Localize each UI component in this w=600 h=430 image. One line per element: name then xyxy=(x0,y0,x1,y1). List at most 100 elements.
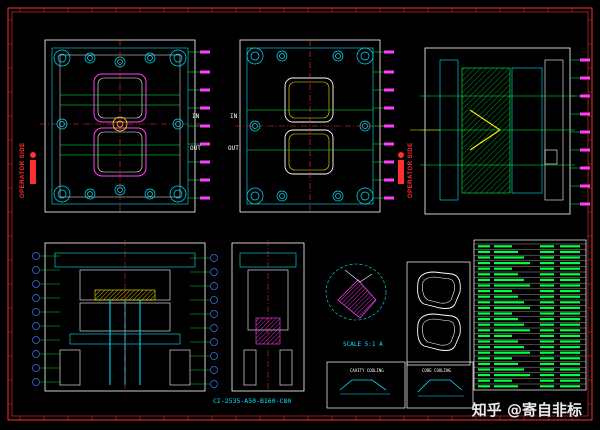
part-balloon xyxy=(32,322,40,330)
scale-label: SCALE 5:1 A xyxy=(343,341,383,348)
screw-hole xyxy=(335,193,341,199)
bom-cell xyxy=(478,312,490,315)
core-cooling-title: CORE COOLING xyxy=(422,368,451,373)
bom-cell xyxy=(494,306,530,309)
bom-cell xyxy=(540,250,554,253)
bom-cell xyxy=(494,351,530,354)
operator-side-left: OPERATOR SIDE xyxy=(20,142,36,198)
bom-table xyxy=(473,239,587,391)
screw-hole xyxy=(246,47,264,65)
bom-cell xyxy=(494,245,512,248)
screw-hole xyxy=(144,52,156,64)
bom-cell xyxy=(540,278,554,281)
dimension-marker xyxy=(580,76,590,80)
part-balloon xyxy=(32,378,40,386)
dimension-marker xyxy=(384,50,394,54)
bom-cell xyxy=(494,284,530,287)
screw-hole xyxy=(246,187,264,205)
label-out-1: OUT xyxy=(190,145,201,152)
dimension-marker xyxy=(580,184,590,188)
bom-cell xyxy=(540,346,554,349)
bom-cell xyxy=(560,334,580,337)
bom-cell xyxy=(478,329,490,332)
bom-cell xyxy=(494,357,512,360)
bom-cell xyxy=(478,351,490,354)
bom-cell xyxy=(560,256,580,259)
bom-cell xyxy=(560,306,580,309)
dimension-marker xyxy=(200,196,210,200)
bom-cell xyxy=(560,262,580,265)
bom-cell xyxy=(540,267,554,270)
bom-cell xyxy=(540,362,554,365)
bom-cell xyxy=(540,318,554,321)
cavity-plate-view xyxy=(40,39,210,213)
bom-cell xyxy=(540,323,554,326)
part-balloon xyxy=(32,350,40,358)
dimension-marker xyxy=(580,94,590,98)
bom-cell xyxy=(478,290,490,293)
bom-cell xyxy=(540,329,554,332)
label-in-1: IN xyxy=(192,113,200,120)
screw-hole xyxy=(279,53,285,59)
bom-cell xyxy=(540,374,554,377)
bom-cell xyxy=(478,334,490,337)
bom-cell xyxy=(494,385,518,388)
screw-hole xyxy=(169,49,187,67)
screw-hole xyxy=(173,189,183,199)
part-balloon xyxy=(210,254,218,262)
dimension-marker xyxy=(580,112,590,116)
part-balloon xyxy=(210,324,218,332)
bom-cell xyxy=(494,312,512,315)
bom-cell xyxy=(540,351,554,354)
screw-hole xyxy=(173,53,183,63)
bom-cell xyxy=(494,267,512,270)
bom-cell xyxy=(478,362,490,365)
bom-cell xyxy=(494,250,518,253)
bom-cell xyxy=(494,379,512,382)
dimension-marker xyxy=(384,142,394,146)
bom-cell xyxy=(560,284,580,287)
bom-cell xyxy=(478,250,490,253)
part-isometric-views xyxy=(406,261,471,366)
screw-hole xyxy=(53,185,71,203)
bom-cell xyxy=(494,340,518,343)
dimension-marker xyxy=(384,70,394,74)
bom-cell xyxy=(478,273,490,276)
bom-cell xyxy=(494,374,530,377)
bom-cell xyxy=(560,368,580,371)
bom-cell xyxy=(560,245,580,248)
part-balloon xyxy=(32,252,40,260)
bom-cell xyxy=(478,256,490,259)
dimension-marker xyxy=(384,160,394,164)
bom-cell xyxy=(494,301,524,304)
bom-cell xyxy=(540,306,554,309)
screw-hole xyxy=(57,53,67,63)
bom-cell xyxy=(540,295,554,298)
side-section-view xyxy=(410,47,590,215)
screw-hole xyxy=(87,55,93,61)
bom-cell xyxy=(478,368,490,371)
bom-cell xyxy=(478,245,490,248)
part-balloon xyxy=(32,294,40,302)
bom-cell xyxy=(478,323,490,326)
bom-cell xyxy=(494,290,512,293)
drawing-border xyxy=(7,7,593,421)
part-balloon xyxy=(32,364,40,372)
part-balloon xyxy=(210,338,218,346)
screw-hole xyxy=(84,52,96,64)
bom-cell xyxy=(540,340,554,343)
bom-cell xyxy=(560,385,580,388)
part-balloon xyxy=(210,310,218,318)
svg-text:OPERATOR SIDE: OPERATOR SIDE xyxy=(20,142,26,198)
bom-cell xyxy=(478,385,490,388)
watermark: 知乎 @寄自非标 xyxy=(471,401,582,419)
bom-cell xyxy=(560,278,580,281)
bom-cell xyxy=(560,351,580,354)
bom-cell xyxy=(560,318,580,321)
bom-cell xyxy=(540,262,554,265)
cooling-detail-panels: CAVITY COOLING CORE COOLING xyxy=(326,361,474,409)
dimension-marker xyxy=(580,148,590,152)
dimension-marker xyxy=(580,202,590,206)
bom-cell xyxy=(478,278,490,281)
